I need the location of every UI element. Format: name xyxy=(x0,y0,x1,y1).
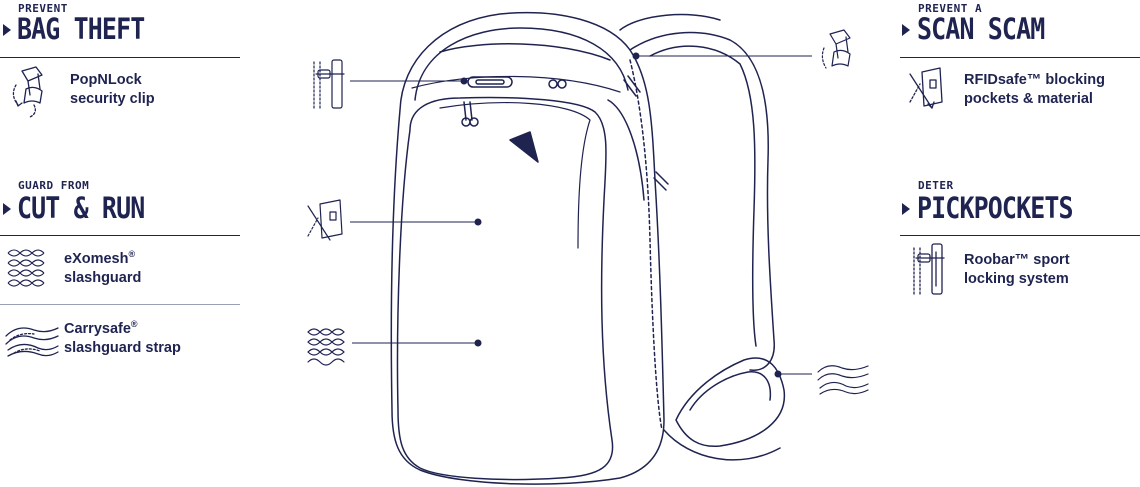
section-pointer-icon xyxy=(3,24,11,36)
security-clip-icon xyxy=(821,29,851,69)
zipper-lock-icon xyxy=(313,59,345,111)
feature-roobar: Roobar™ sport locking system xyxy=(964,251,1070,289)
rfid-card-icon xyxy=(307,199,343,241)
feature-subtitle: locking system xyxy=(964,271,1069,287)
feature-title: PopNLock xyxy=(70,72,142,88)
section-prevent-label: PREVENT xyxy=(18,2,68,15)
rfid-card-icon xyxy=(909,67,943,109)
registered-mark: ® xyxy=(128,249,136,260)
divider xyxy=(900,235,1140,236)
backpack-body xyxy=(390,11,665,485)
section-bag-theft-heading: BAG THEFT xyxy=(17,12,145,46)
divider xyxy=(0,235,240,236)
feature-title: Roobar™ sport xyxy=(964,252,1070,268)
mesh-icon xyxy=(7,249,45,287)
section-deter-label: DETER xyxy=(918,179,954,192)
feature-subtitle: slashguard strap xyxy=(64,340,181,356)
section-scan-scam-heading: SCAN SCAM xyxy=(917,12,1045,46)
strap-icon xyxy=(817,365,869,395)
section-pickpockets-heading: PICKPOCKETS xyxy=(917,191,1074,225)
feature-title: eXomesh xyxy=(64,251,129,267)
zipper-pull-front xyxy=(463,101,473,121)
feature-subtitle: security clip xyxy=(70,91,155,107)
zipper-lock-icon xyxy=(913,243,945,297)
zipper-pull-top xyxy=(467,76,513,88)
feature-exomesh: eXomesh® slashguard xyxy=(64,250,141,288)
feature-rfidsafe: RFIDsafe™ blocking pockets & material xyxy=(964,71,1105,109)
section-pointer-icon xyxy=(3,203,11,215)
divider xyxy=(0,304,240,305)
registered-mark: ® xyxy=(130,319,138,330)
feature-carrysafe: Carrysafe® slashguard strap xyxy=(64,320,181,358)
feature-title: RFIDsafe™ blocking xyxy=(964,72,1105,88)
shoulder-strap xyxy=(629,31,775,371)
divider xyxy=(0,57,240,58)
zipper-ring xyxy=(548,79,558,89)
section-prevent-a-label: PREVENT A xyxy=(918,2,983,15)
feature-title: Carrysafe xyxy=(64,321,131,337)
section-guard-label: GUARD FROM xyxy=(18,179,90,192)
section-cut-run-heading: CUT & RUN xyxy=(17,191,145,225)
mesh-icon xyxy=(307,328,345,366)
security-clip-icon xyxy=(12,66,43,118)
divider xyxy=(900,57,1140,58)
feature-subtitle: slashguard xyxy=(64,270,142,286)
section-pointer-icon xyxy=(902,24,910,36)
feature-popnlock: PopNLock security clip xyxy=(70,71,155,109)
front-pocket xyxy=(396,96,614,481)
strap-icon xyxy=(5,327,59,357)
logo-badge xyxy=(509,131,539,163)
feature-subtitle: pockets & material xyxy=(964,91,1093,107)
zipper-ring xyxy=(557,79,567,89)
section-pointer-icon xyxy=(902,203,910,215)
